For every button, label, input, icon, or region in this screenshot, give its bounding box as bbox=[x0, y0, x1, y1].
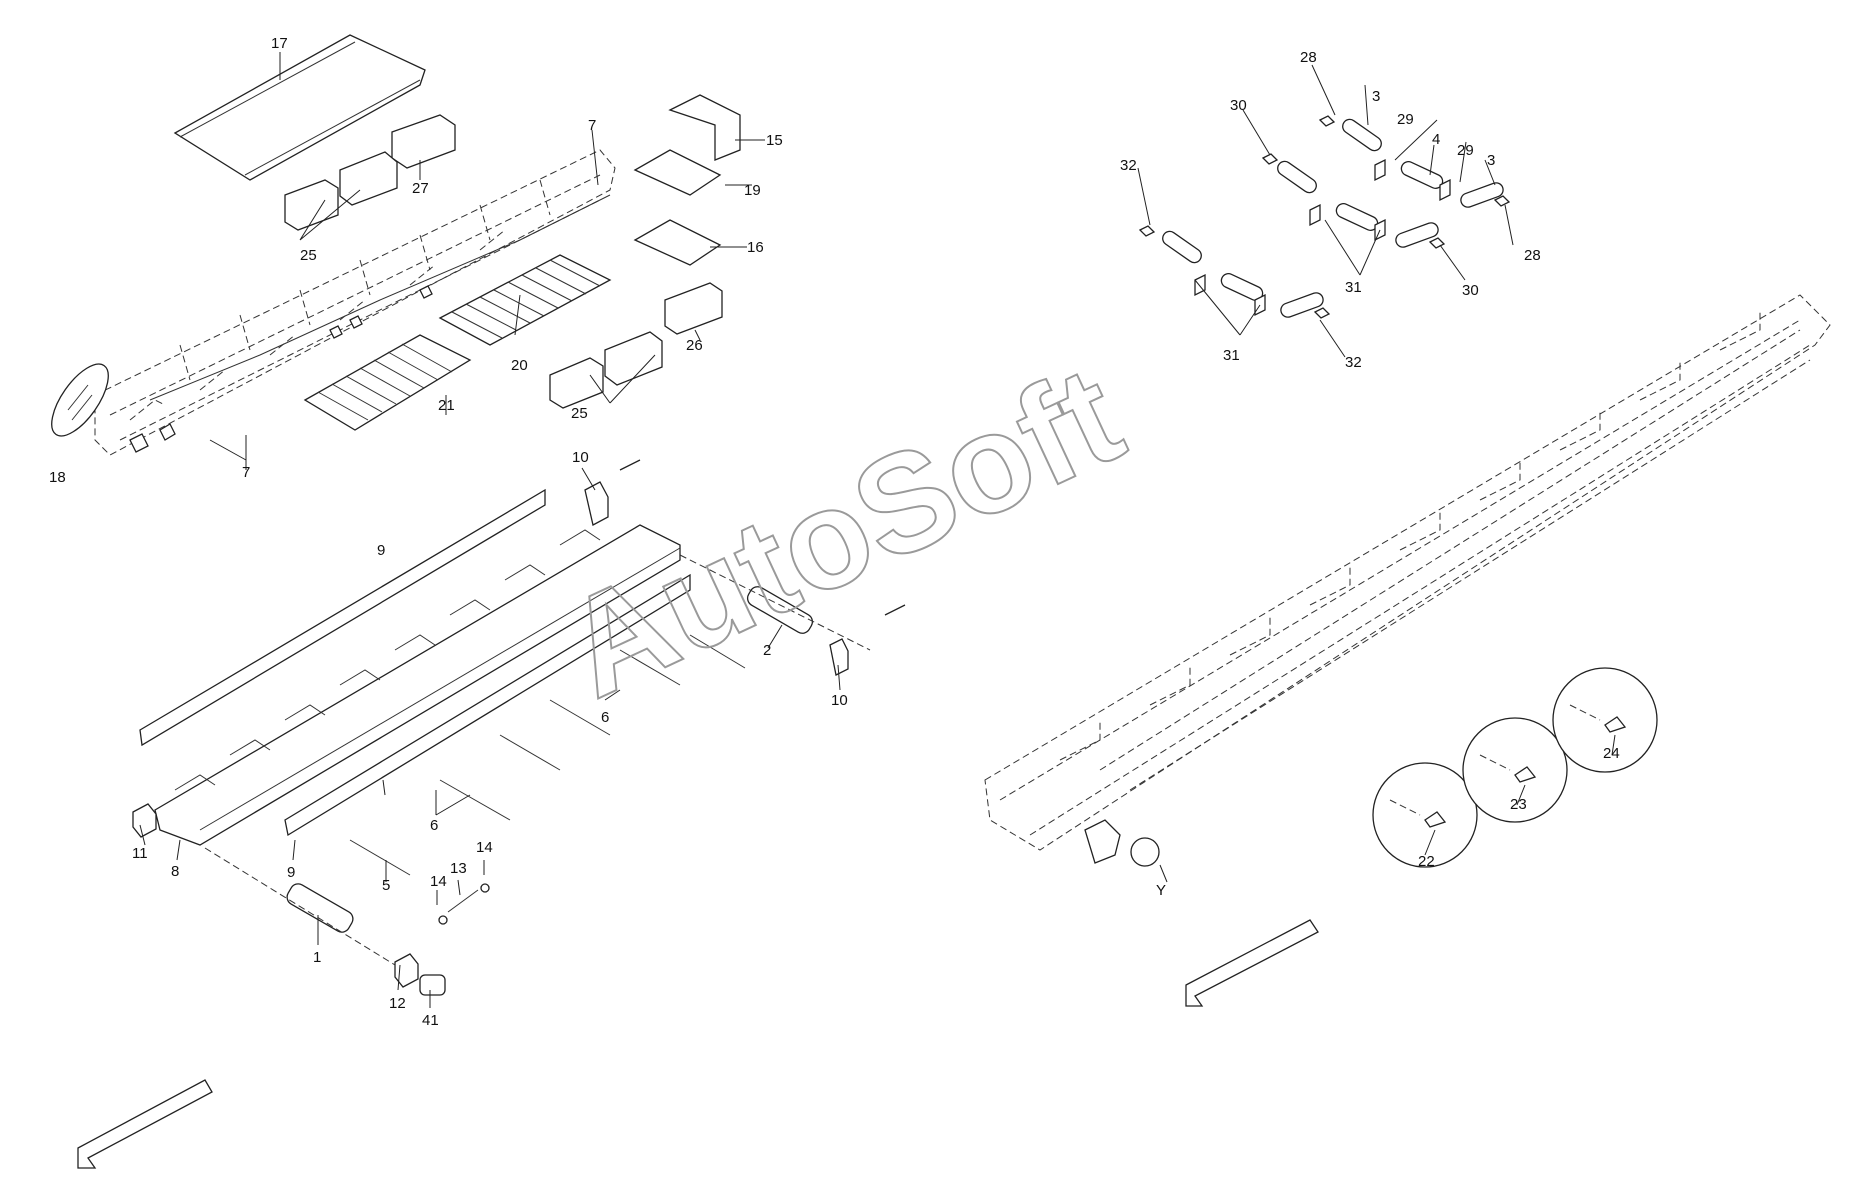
callout-14-left: 14 bbox=[430, 873, 447, 890]
callout-41: 41 bbox=[422, 1012, 439, 1029]
belt-group bbox=[132, 459, 906, 996]
callout-6-left: 6 bbox=[430, 817, 438, 834]
callout-32-upper: 32 bbox=[1120, 157, 1137, 174]
callout-13: 13 bbox=[450, 860, 467, 877]
grilles-25-26-lower bbox=[549, 282, 723, 409]
callout-16: 16 bbox=[747, 239, 764, 256]
callout-14-right: 14 bbox=[476, 839, 493, 856]
grilles-25-upper bbox=[284, 151, 398, 231]
cover-17 bbox=[173, 34, 426, 181]
mesh-panel-21 bbox=[303, 334, 472, 431]
callout-15: 15 bbox=[766, 132, 783, 149]
callout-y: Y bbox=[1156, 882, 1166, 899]
detail-circles bbox=[1372, 667, 1658, 868]
callout-25-upper: 25 bbox=[300, 247, 317, 264]
callout-32-lower: 32 bbox=[1345, 354, 1362, 371]
callout-22: 22 bbox=[1418, 853, 1435, 870]
callout-3-left: 3 bbox=[1372, 88, 1380, 105]
callout-7-upper: 7 bbox=[588, 117, 596, 134]
callout-8: 8 bbox=[171, 863, 179, 880]
callout-25-lower: 25 bbox=[571, 405, 588, 422]
leader-lines bbox=[139, 52, 1616, 1008]
callout-2: 2 bbox=[763, 642, 771, 659]
callout-1: 1 bbox=[313, 949, 321, 966]
callout-26: 26 bbox=[686, 337, 703, 354]
callout-9-upper: 9 bbox=[377, 542, 385, 559]
callout-9-lower: 9 bbox=[287, 864, 295, 881]
callout-27: 27 bbox=[412, 180, 429, 197]
callout-23: 23 bbox=[1510, 796, 1527, 813]
guards-15-19-16 bbox=[633, 94, 741, 266]
callout-31-upper: 31 bbox=[1345, 279, 1362, 296]
callout-12: 12 bbox=[389, 995, 406, 1012]
callout-6-right: 6 bbox=[601, 709, 609, 726]
idler-sets bbox=[1138, 115, 1511, 319]
callout-11: 11 bbox=[132, 845, 148, 862]
callout-4: 4 bbox=[1432, 131, 1440, 148]
upper-conveyor-frame bbox=[94, 149, 616, 456]
callout-30-lower: 30 bbox=[1462, 282, 1479, 299]
direction-arrows bbox=[77, 919, 1319, 1169]
callout-29-left: 29 bbox=[1397, 111, 1414, 128]
callout-10-upper: 10 bbox=[572, 449, 589, 466]
callout-17: 17 bbox=[271, 35, 288, 52]
callout-29-right: 29 bbox=[1457, 142, 1474, 159]
callout-7-lower: 7 bbox=[242, 464, 250, 481]
callout-28-upper: 28 bbox=[1300, 49, 1317, 66]
callout-24: 24 bbox=[1603, 745, 1620, 762]
callout-31-lower: 31 bbox=[1223, 347, 1240, 364]
callout-19: 19 bbox=[744, 182, 761, 199]
grille-27 bbox=[391, 114, 456, 169]
mesh-panel-20 bbox=[438, 254, 612, 346]
callout-28-lower: 28 bbox=[1524, 247, 1541, 264]
callout-20: 20 bbox=[511, 357, 528, 374]
callout-5: 5 bbox=[382, 877, 390, 894]
callout-10-lower: 10 bbox=[831, 692, 848, 709]
callout-30-upper: 30 bbox=[1230, 97, 1247, 114]
right-conveyor-frame bbox=[984, 294, 1831, 867]
callout-18: 18 bbox=[49, 469, 66, 486]
end-cover-18 bbox=[51, 363, 109, 437]
callout-labels: 17 27 25 7 15 19 16 20 26 21 25 18 7 10 … bbox=[49, 35, 1620, 1029]
callout-3-right: 3 bbox=[1487, 152, 1495, 169]
callout-21: 21 bbox=[438, 397, 455, 414]
